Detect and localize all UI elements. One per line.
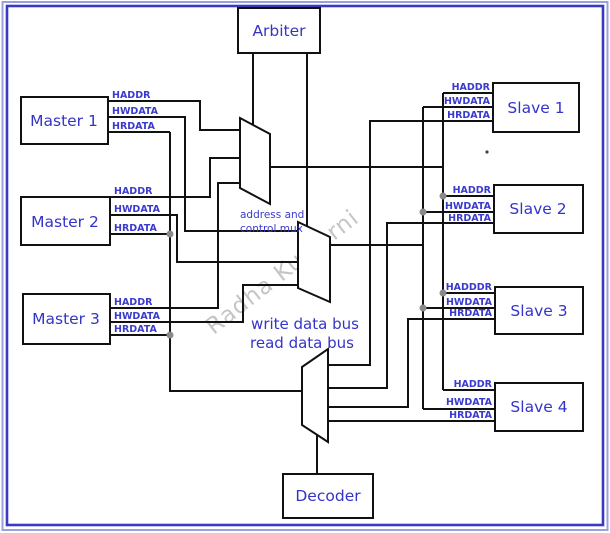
slave2-box [493, 184, 584, 234]
wire-hrdata-slave2 [328, 222, 494, 389]
master2-hrdata-label: HRDATA [114, 223, 158, 234]
master1-haddr-label: HADDR [112, 90, 151, 101]
master1-hwdata-label: HWDATA [112, 106, 159, 117]
slave2-haddr-label: HADDR [453, 185, 492, 196]
wire-group-masters [108, 100, 302, 392]
wire-group-slaves [270, 92, 495, 422]
slave4-box [494, 382, 584, 432]
slave1-hwdata-label: HWDATA [444, 96, 491, 107]
slave1-hrdata-label: HRDATA [447, 110, 491, 121]
slave3-hwdata-label: HWDATA [446, 297, 493, 308]
wire-master3-hwdata [110, 284, 298, 323]
junction-master3-hrdata [166, 331, 174, 339]
slave1-box [492, 82, 580, 133]
master2-haddr-label: HADDR [114, 186, 153, 197]
wire-master3-haddr [110, 182, 240, 309]
address-control-mux [239, 116, 271, 206]
wire-master1-haddr [108, 100, 240, 131]
master1-box [20, 96, 109, 145]
master3-label: Master 3 [32, 310, 100, 328]
read-data-mux [301, 347, 329, 444]
slave4-haddr-label: HADDR [454, 379, 493, 390]
wire-group-arbiter-controls [252, 53, 308, 227]
slave4-hwdata-label: HWDATA [446, 397, 493, 408]
wire-master1-hwdata [108, 116, 298, 232]
wire-master2-hwdata [110, 214, 298, 263]
slave3-label: Slave 3 [510, 302, 567, 320]
wire-read-bus-to-masters [169, 132, 302, 392]
master3-box [22, 293, 111, 345]
slave3-hadddr-label: HADDDR [446, 282, 493, 293]
slave2-hrdata-label: HRDATA [448, 213, 492, 224]
junction-master2-hrdata [166, 230, 174, 238]
slave1-haddr-label: HADDR [452, 82, 491, 93]
slave4-hrdata-label: HRDATA [449, 410, 493, 421]
address-mux-label-line2: control mux [240, 223, 303, 235]
junction-slave2-haddr [439, 192, 447, 200]
arbiter-box [237, 7, 321, 54]
slave2-hwdata-label: HWDATA [445, 201, 492, 212]
slave3-box [494, 286, 584, 335]
arbiter-label: Arbiter [252, 22, 306, 40]
master3-hrdata-label: HRDATA [114, 324, 158, 335]
master3-haddr-label: HADDR [114, 297, 153, 308]
junction-slave3-hwdata [419, 304, 427, 312]
frame-inner [5, 4, 605, 527]
master2-label: Master 2 [31, 213, 99, 231]
wire-hrdata-slave1 [328, 120, 493, 366]
decoder-box [282, 473, 374, 519]
slave2-label: Slave 2 [509, 200, 566, 218]
slave1-label: Slave 1 [507, 99, 564, 117]
slave4-label: Slave 4 [510, 398, 567, 416]
junction-slave3-haddr [439, 289, 447, 297]
write-data-bus-label: write data bus [251, 315, 359, 333]
address-mux-label-line1: address and [240, 209, 304, 221]
wire-master2-haddr [110, 157, 240, 198]
master2-box [20, 196, 111, 246]
master3-hwdata-label: HWDATA [114, 311, 161, 322]
master2-hwdata-label: HWDATA [114, 204, 161, 215]
junction-dots [166, 150, 489, 339]
decoder-label: Decoder [295, 487, 361, 505]
slave3-hrdata-label: HRDATA [449, 308, 493, 319]
junction-slave2-hwdata [419, 208, 427, 216]
write-data-mux [297, 220, 331, 304]
wire-hrdata-slave3 [328, 318, 495, 408]
master1-hrdata-label: HRDATA [112, 121, 156, 132]
read-data-bus-label: read data bus [250, 334, 354, 352]
master1-label: Master 1 [30, 112, 98, 130]
stray-mark [485, 150, 489, 154]
